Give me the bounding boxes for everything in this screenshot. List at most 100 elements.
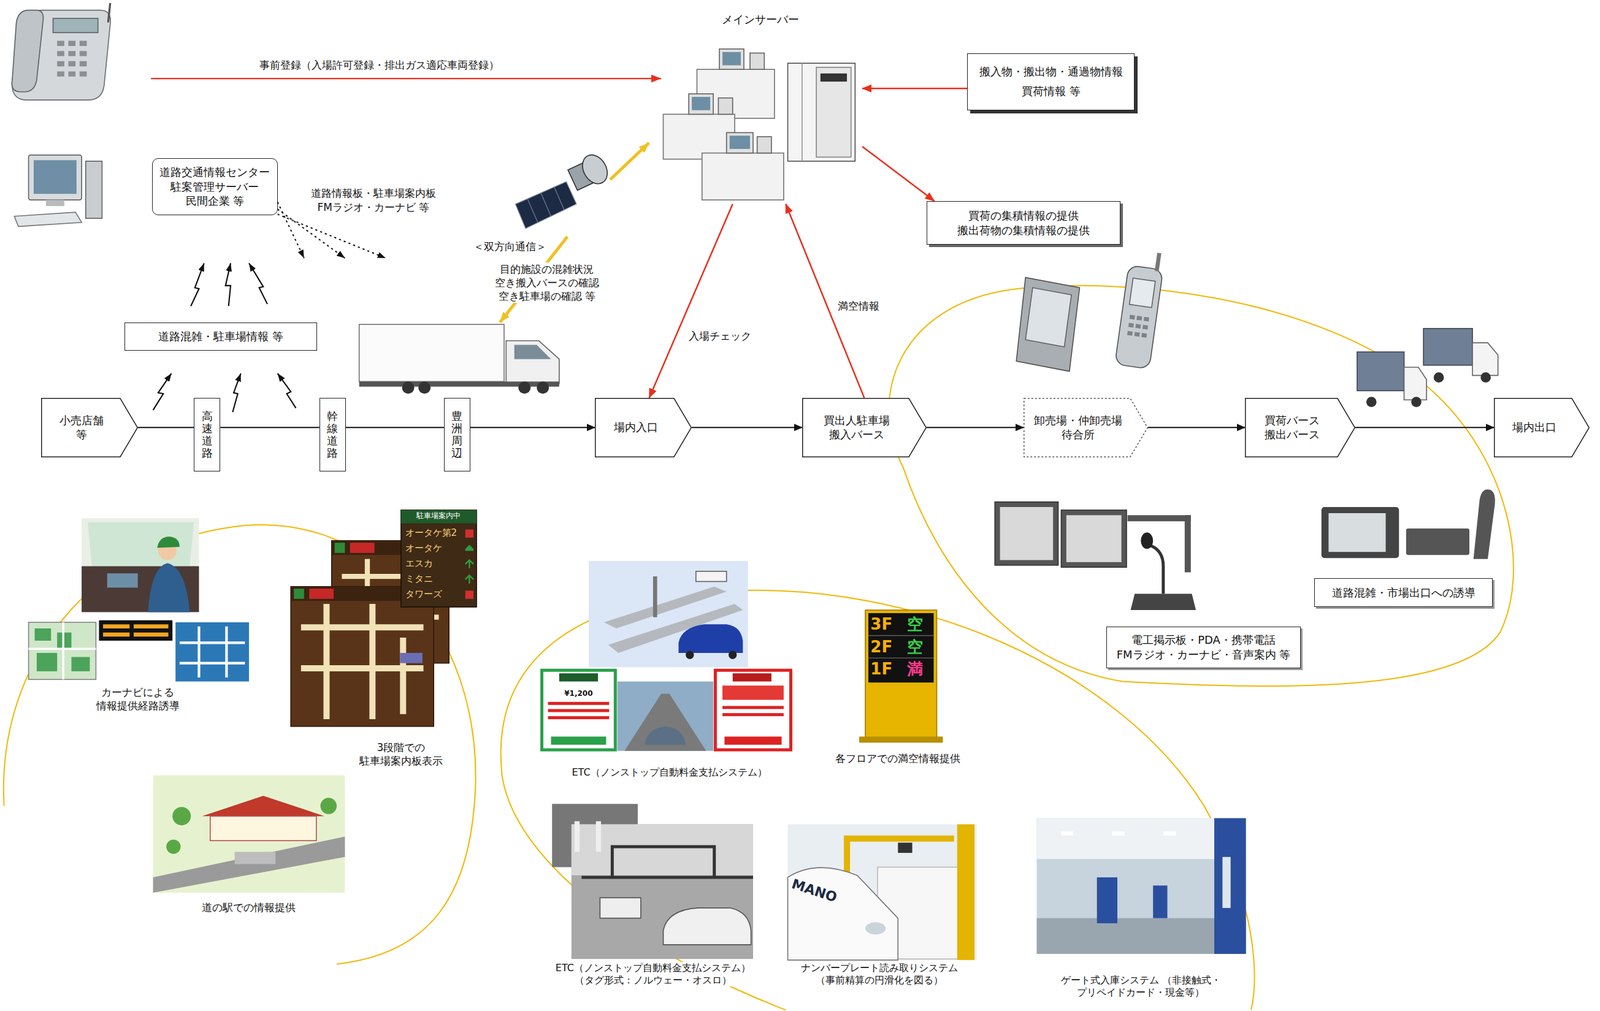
car-interior bbox=[87, 522, 194, 567]
wireless-symbol bbox=[153, 263, 297, 413]
microphone bbox=[1140, 532, 1153, 550]
roadside-station-scene bbox=[210, 816, 317, 841]
step-arrow-shape bbox=[802, 398, 927, 458]
caption: ETC（ノンストップ自動料金支払システム） bbox=[570, 766, 768, 780]
connector bbox=[1355, 426, 1494, 429]
step-arrow-shape bbox=[1023, 398, 1149, 458]
etc-diagram bbox=[588, 561, 749, 668]
parking-guide-sign bbox=[399, 653, 423, 664]
etc-display bbox=[548, 716, 610, 720]
sign-text: 駐車場案内中 bbox=[416, 512, 461, 520]
etc-display bbox=[724, 736, 782, 745]
parking-guide-sign bbox=[290, 510, 477, 727]
info-box: 電工掲示板・PDA・携帯電話 FMラジオ・カーナビ・音声案内 等 bbox=[1106, 626, 1302, 669]
etc-display bbox=[551, 736, 607, 745]
node-text: 買出人駐車場 搬入バース bbox=[822, 413, 891, 443]
truck bbox=[505, 340, 560, 384]
step-arrow-shape bbox=[1244, 398, 1356, 458]
annotation: 事前登録（入場許可登録・排出ガス適応車両登録） bbox=[258, 58, 501, 72]
info-box: 搬入物・搬出物・通過物情報 買荷情報 等 bbox=[967, 53, 1135, 111]
etc-display bbox=[722, 713, 784, 717]
truck bbox=[518, 381, 531, 394]
roadside-station-scene bbox=[172, 807, 191, 826]
road-segment: 高速道路 bbox=[193, 398, 221, 472]
info-box: 道路混雑・駐車場情報 等 bbox=[124, 322, 318, 352]
photo-plate-reader bbox=[788, 867, 899, 961]
node-text: 電工掲示板・PDA・携帯電話 FMラジオ・カーナビ・音声案内 等 bbox=[1115, 632, 1292, 662]
truck bbox=[418, 381, 431, 394]
delivery-truck bbox=[1472, 342, 1499, 376]
cell-phone bbox=[1129, 278, 1156, 308]
caption: ナンバープレート読み取りシステム （事前精算の円滑化を図る） bbox=[799, 962, 961, 987]
map-display bbox=[28, 622, 97, 680]
delivery-truck bbox=[1480, 372, 1491, 383]
registration-arrow bbox=[150, 77, 662, 80]
etc-display bbox=[722, 685, 784, 700]
node-text: 高速道路 bbox=[201, 410, 213, 459]
microphone bbox=[1130, 532, 1196, 611]
edge-label: 満空情報 bbox=[836, 299, 881, 313]
road-segment: 豊洲周辺 bbox=[444, 398, 471, 472]
parking-guide-sign bbox=[465, 529, 474, 538]
sign-text: エスカ bbox=[405, 559, 433, 569]
step-arrow-shape bbox=[1024, 398, 1149, 458]
etc-diagram bbox=[653, 576, 658, 618]
server-illustration bbox=[691, 96, 711, 111]
connector bbox=[862, 146, 935, 202]
etc-display bbox=[715, 670, 791, 751]
roadside-station-scene bbox=[153, 775, 346, 893]
step-arrow-shape bbox=[41, 398, 138, 458]
server-illustration bbox=[663, 49, 856, 200]
step-arrow-shape bbox=[802, 398, 927, 458]
server-illustration bbox=[688, 93, 714, 115]
display-board bbox=[994, 502, 1191, 573]
connector bbox=[220, 426, 319, 429]
parking-guide-sign bbox=[309, 588, 334, 600]
etc-diagram bbox=[608, 604, 744, 654]
photo-tag-etc bbox=[574, 821, 580, 853]
etc-display bbox=[722, 705, 784, 709]
map-display bbox=[28, 620, 249, 682]
map-display bbox=[71, 657, 90, 672]
parking-guide-sign bbox=[401, 510, 477, 524]
sign-text: 1F bbox=[870, 661, 893, 678]
parking-guide-sign bbox=[401, 510, 477, 608]
microphone bbox=[1130, 593, 1196, 611]
map-display bbox=[103, 632, 130, 638]
node-text: 卸売場・仲卸売場 待合所 bbox=[1032, 413, 1123, 443]
floor-sign bbox=[868, 657, 934, 659]
server-illustration bbox=[757, 136, 772, 154]
wireless-symbol bbox=[277, 373, 297, 409]
floor-sign bbox=[859, 736, 943, 743]
node-text: 買荷の集積情報の提供 搬出荷物の集積情報の提供 bbox=[956, 208, 1091, 238]
grouping-curve bbox=[3, 285, 1514, 1011]
node-text: 搬入物・搬出物・通過物情報 買荷情報 等 bbox=[978, 61, 1124, 102]
caption: 道の駅での情報提供 bbox=[200, 900, 297, 915]
parking-guide-sign bbox=[290, 586, 434, 727]
etc-display bbox=[542, 670, 792, 751]
connector bbox=[470, 426, 595, 429]
truck bbox=[402, 381, 415, 394]
sign-text: タワーズ bbox=[405, 589, 443, 600]
flow-step: 買出人駐車場 搬入バース bbox=[802, 398, 927, 458]
node-text: 道路交通情報センター 駐案管理サーバー 民間企業 等 bbox=[158, 164, 272, 208]
photo-gate-entry bbox=[1037, 818, 1247, 955]
car-navigation bbox=[1473, 489, 1496, 560]
display-text: ¥1,200 bbox=[564, 689, 593, 698]
connector bbox=[345, 426, 445, 429]
wireless-symbol bbox=[248, 263, 268, 305]
server-illustration bbox=[816, 67, 852, 157]
photo-tag-etc bbox=[581, 846, 754, 878]
display-board bbox=[1066, 515, 1122, 563]
photo-gate-entry bbox=[1214, 818, 1247, 955]
connector bbox=[137, 426, 195, 429]
computer bbox=[33, 160, 77, 194]
cell-phone bbox=[1114, 264, 1164, 369]
two-way-link-arrow bbox=[610, 142, 649, 180]
satellite bbox=[577, 150, 613, 189]
satellite bbox=[527, 187, 565, 223]
photo-plate-reader bbox=[865, 922, 886, 935]
floor-sign bbox=[868, 613, 934, 683]
server-illustration bbox=[722, 52, 741, 66]
roadside-station-scene bbox=[153, 775, 346, 893]
